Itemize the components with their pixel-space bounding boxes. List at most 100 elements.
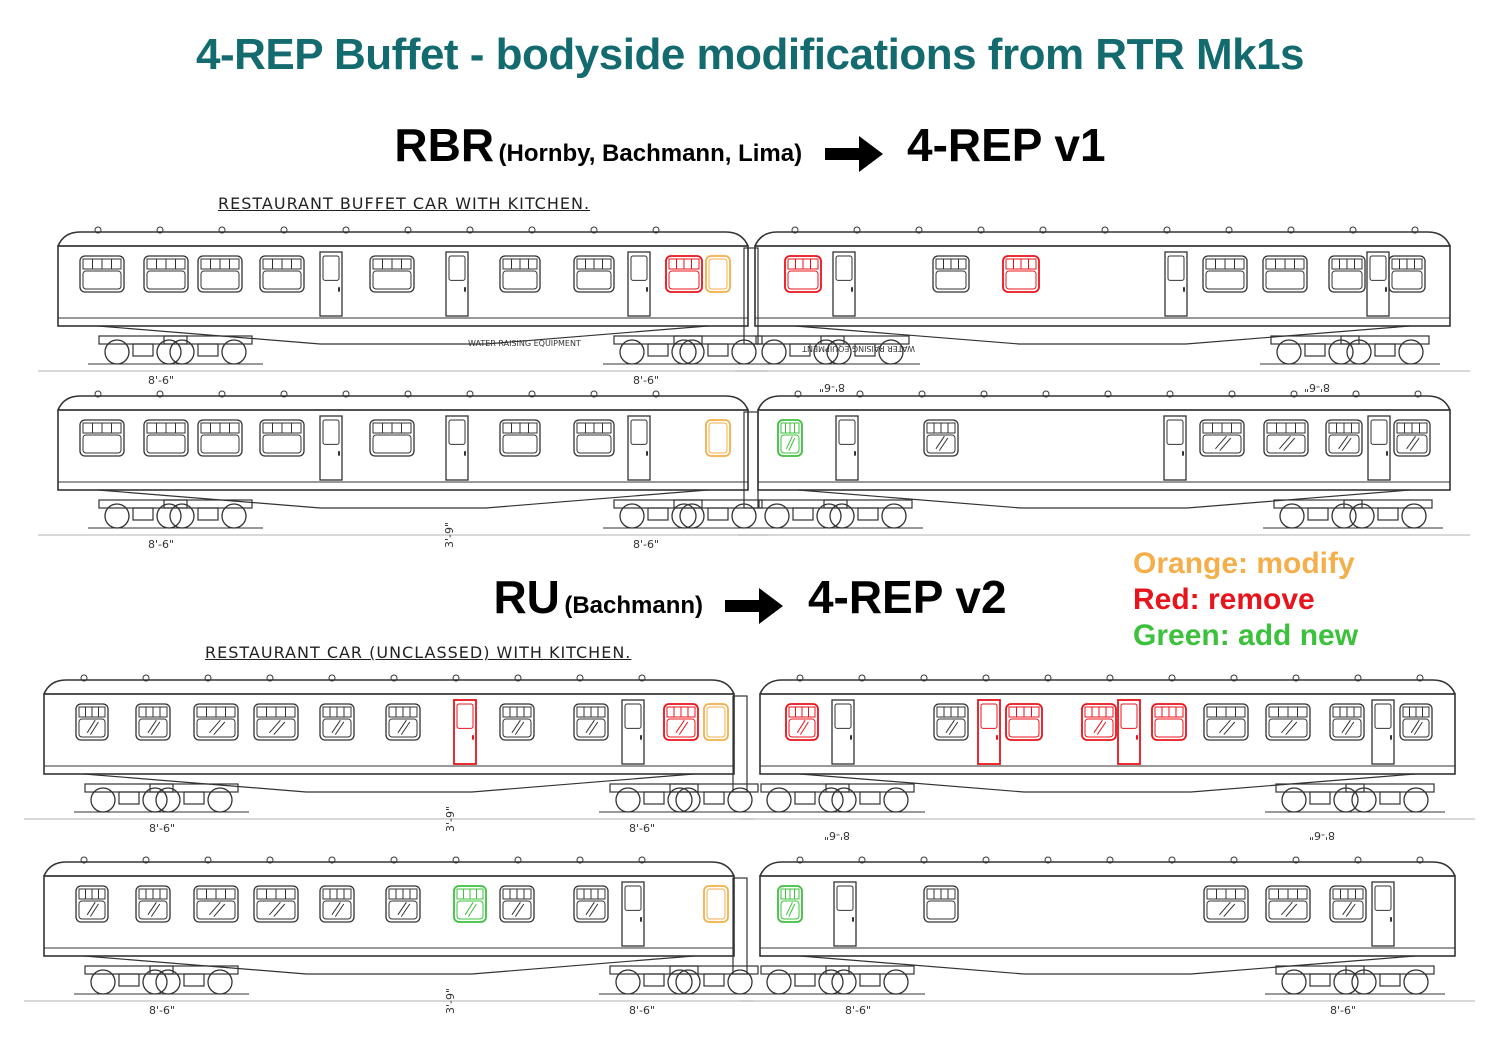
roof-vent bbox=[1352, 390, 1360, 398]
window bbox=[1203, 885, 1249, 923]
window-remove bbox=[1005, 703, 1043, 741]
window bbox=[319, 885, 355, 923]
window bbox=[1388, 255, 1426, 293]
door bbox=[319, 415, 343, 481]
underframe bbox=[797, 489, 1411, 509]
window bbox=[573, 255, 615, 293]
window-modify bbox=[703, 885, 729, 923]
roof-vent bbox=[280, 390, 288, 398]
roof-vent bbox=[1044, 856, 1052, 864]
bogie bbox=[153, 499, 263, 529]
window bbox=[143, 419, 189, 457]
door bbox=[1371, 699, 1395, 765]
roof-vent bbox=[204, 674, 212, 682]
gangway bbox=[743, 247, 759, 345]
coach-roof bbox=[754, 231, 1451, 247]
window-add bbox=[777, 885, 803, 923]
rbr-left-bottom: 8'-6"8'-6"3'-9" bbox=[38, 390, 773, 551]
bogie bbox=[659, 783, 769, 813]
bogie bbox=[1335, 965, 1445, 995]
roof-vent bbox=[528, 390, 536, 398]
dimension-label: 8'-6" bbox=[629, 822, 655, 835]
gangway bbox=[743, 411, 759, 509]
roof-vent bbox=[1354, 856, 1362, 864]
roof-vent bbox=[652, 390, 660, 398]
window bbox=[369, 419, 415, 457]
window bbox=[1203, 703, 1249, 741]
roof-vent bbox=[590, 390, 598, 398]
roof-vent bbox=[404, 390, 412, 398]
gangway bbox=[732, 877, 748, 975]
underframe bbox=[83, 773, 695, 793]
roof-vent bbox=[1168, 674, 1176, 682]
roof-vent bbox=[858, 856, 866, 864]
roof-vent bbox=[1042, 390, 1050, 398]
roof-vent bbox=[1292, 674, 1300, 682]
section2-to-label: 4-REP v2 bbox=[807, 571, 1007, 623]
window bbox=[197, 419, 243, 457]
door-remove bbox=[453, 699, 477, 765]
roof-vent bbox=[980, 390, 988, 398]
roof-vent bbox=[452, 856, 460, 864]
roof-vent bbox=[1414, 390, 1422, 398]
roof-vent bbox=[796, 674, 804, 682]
window bbox=[1265, 703, 1311, 741]
roof-vent bbox=[1287, 226, 1295, 234]
coach-body bbox=[759, 693, 1456, 775]
roof-vent bbox=[1163, 226, 1171, 234]
roof-vent bbox=[390, 674, 398, 682]
door bbox=[319, 251, 343, 317]
roof-vent bbox=[204, 856, 212, 864]
window bbox=[259, 419, 305, 457]
bogie bbox=[153, 335, 263, 365]
dimension-label: 3'-9" bbox=[444, 988, 457, 1014]
roof-vent bbox=[977, 226, 985, 234]
coach-roof bbox=[43, 679, 735, 695]
window bbox=[75, 885, 109, 923]
roof-vent bbox=[94, 226, 102, 234]
section1-from-code: RBR bbox=[394, 119, 495, 171]
coach-body bbox=[754, 245, 1451, 327]
coach-body bbox=[57, 245, 749, 327]
roof-vent bbox=[1106, 674, 1114, 682]
roof-vent bbox=[1349, 226, 1357, 234]
coach-roof bbox=[759, 861, 1456, 877]
small-label: WATER RAISING EQUIPMENT bbox=[468, 339, 581, 348]
window bbox=[499, 255, 541, 293]
roof-vent bbox=[1290, 390, 1298, 398]
dimension-label: 8'-6" bbox=[1309, 829, 1335, 842]
window bbox=[75, 703, 109, 741]
coach-body bbox=[43, 875, 735, 957]
section1-from-makers: (Hornby, Bachmann, Lima) bbox=[498, 140, 803, 167]
coach-roof bbox=[57, 231, 749, 247]
roof-vent bbox=[1044, 674, 1052, 682]
door-remove bbox=[1117, 699, 1141, 765]
roof-vent bbox=[920, 674, 928, 682]
section1-to-label: 4-REP v1 bbox=[907, 119, 1106, 171]
door-remove bbox=[977, 699, 1001, 765]
roof-vent bbox=[1230, 674, 1238, 682]
bogie bbox=[1265, 965, 1375, 995]
roof-vent bbox=[514, 674, 522, 682]
door bbox=[621, 699, 645, 765]
gangway bbox=[732, 695, 748, 793]
section2-heading: RU (Bachmann) 4-REP v2 bbox=[0, 570, 1500, 631]
roof-vent bbox=[80, 856, 88, 864]
roof-vent bbox=[280, 226, 288, 234]
window bbox=[1265, 885, 1311, 923]
roof-vent bbox=[856, 390, 864, 398]
window bbox=[1263, 419, 1309, 457]
window bbox=[385, 703, 421, 741]
window bbox=[573, 419, 615, 457]
window-remove bbox=[1002, 255, 1040, 293]
dimension-label: 8'-6" bbox=[148, 374, 174, 387]
roof-vent bbox=[1416, 856, 1424, 864]
window bbox=[259, 255, 305, 293]
roof-vent bbox=[1104, 390, 1112, 398]
roof-vent bbox=[156, 390, 164, 398]
door bbox=[627, 415, 651, 481]
window-modify bbox=[703, 703, 729, 741]
dimension-label: 8'-6" bbox=[148, 538, 174, 551]
roof-vent bbox=[638, 856, 646, 864]
rbr-right-top: 8'-6"8'-6"WATER RAISING EQUIPMENT bbox=[735, 226, 1470, 394]
